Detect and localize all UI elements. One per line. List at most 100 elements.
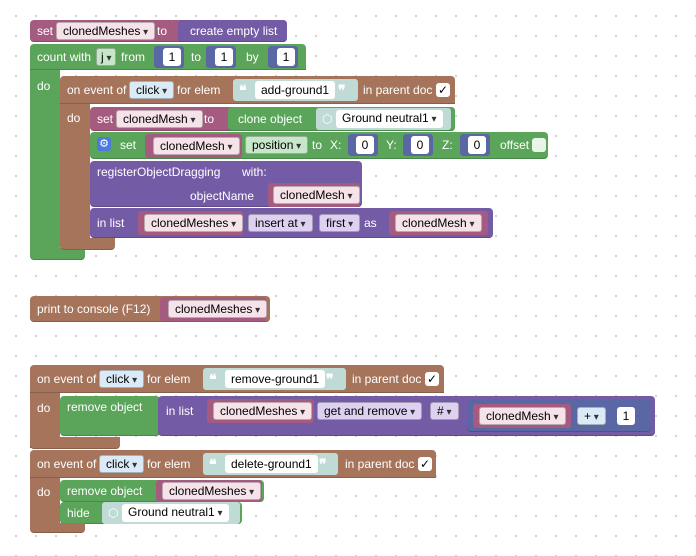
variable-dropdown[interactable]: clonedMesh [273, 186, 360, 204]
list-position-dropdown[interactable]: first [319, 214, 361, 232]
to-label: to [312, 138, 323, 152]
count-with-footer [30, 248, 85, 260]
do-label: do [37, 401, 51, 415]
set-variable-block[interactable]: set clonedMeshes to create empty list [30, 20, 287, 42]
list-mode-dropdown[interactable]: get and remove [317, 402, 423, 420]
clone-object-block[interactable]: clone object ⬡ Ground neutral1 [228, 107, 455, 131]
set-label: set [120, 138, 137, 152]
operand-value[interactable]: 1 [617, 407, 635, 425]
create-empty-list-block[interactable]: create empty list [178, 20, 287, 42]
variable-dropdown[interactable]: clonedMesh [153, 137, 240, 155]
math-arithmetic-block[interactable]: clonedMesh + 1 [467, 400, 651, 432]
from-value[interactable]: 1 [163, 48, 181, 66]
object-slot: ⬡ Ground neutral1 [316, 108, 451, 130]
operator-dropdown[interactable]: + [577, 407, 606, 425]
event-handler-footer [30, 437, 120, 449]
y-value[interactable]: 0 [411, 136, 429, 154]
set-variable-block[interactable]: set clonedMesh to clone object ⬡ Ground … [90, 107, 455, 131]
object-name-label: objectName [190, 189, 255, 203]
count-with-label: count with [37, 50, 92, 64]
offset-checkbox[interactable] [532, 138, 546, 152]
z-value[interactable]: 0 [468, 136, 486, 154]
gear-icon[interactable]: ⚙ [97, 137, 111, 151]
list-index-dropdown[interactable]: # [430, 402, 459, 420]
event-handler-block[interactable]: on event of click for elem ❝ add-ground1… [60, 76, 455, 104]
variable-dropdown[interactable]: clonedMesh [479, 407, 566, 425]
y-label: Y: [386, 138, 397, 152]
from-label: from [121, 50, 145, 64]
property-dropdown[interactable]: position [245, 136, 309, 154]
event-handler-arm: do [30, 478, 60, 528]
register-label: registerObjectDragging [97, 165, 221, 179]
event-handler-block[interactable]: on event of click for elem ❝ delete-grou… [30, 450, 436, 478]
hide-object-block[interactable]: hide ⬡ Ground neutral1 [60, 502, 242, 524]
open-quote-icon: ❝ [239, 82, 247, 98]
in-list-label: in list [97, 216, 125, 230]
count-with-arm: do [30, 70, 60, 250]
list-variable-dropdown[interactable]: clonedMeshes [213, 402, 313, 420]
remove-object-block[interactable]: remove object clonedMeshes [60, 480, 264, 502]
for-elem-label: for elem [177, 83, 221, 97]
x-value[interactable]: 0 [356, 136, 374, 154]
for-elem-label: for elem [147, 457, 191, 471]
event-type-dropdown[interactable]: click [99, 370, 145, 388]
offset-label: offset [500, 138, 530, 152]
cube-icon: ⬡ [322, 112, 333, 126]
list-get-remove-block[interactable]: in list clonedMeshes get and remove # cl… [158, 396, 655, 436]
with-label: with: [242, 165, 267, 179]
elem-string-slot: ❝ delete-ground1 ❞ [203, 453, 338, 475]
elem-id-value[interactable]: remove-ground1 [225, 370, 326, 388]
open-quote-icon: ❝ [209, 456, 217, 472]
on-event-label: on event of [67, 83, 127, 97]
loop-variable-dropdown[interactable]: j [96, 48, 117, 66]
on-event-label: on event of [37, 372, 97, 386]
in-list-label: in list [166, 404, 194, 418]
variable-dropdown[interactable]: clonedMeshes [56, 22, 156, 40]
variable-dropdown[interactable]: clonedMeshes [162, 482, 262, 500]
object-dropdown[interactable]: Ground neutral1 [122, 504, 229, 522]
elem-string-slot: ❝ add-ground1 ❞ [233, 79, 358, 101]
set-label: set [97, 112, 114, 126]
to-slot: 1 [206, 46, 236, 68]
do-label: do [37, 79, 51, 93]
by-slot: 1 [268, 46, 298, 68]
remove-object-block[interactable]: remove object [60, 396, 160, 436]
set-label: set [37, 24, 54, 38]
for-elem-label: for elem [147, 372, 191, 386]
by-value[interactable]: 1 [277, 48, 295, 66]
variable-dropdown[interactable]: clonedMesh [116, 110, 203, 128]
list-mode-dropdown[interactable]: insert at [248, 214, 313, 232]
print-console-block[interactable]: print to console (F12) clonedMeshes [30, 296, 270, 322]
set-property-block[interactable]: ⚙ set clonedMesh position to X: 0 Y: 0 Z… [90, 132, 548, 159]
close-quote-icon: ❞ [326, 371, 334, 387]
event-type-dropdown[interactable]: click [129, 81, 175, 99]
z-slot: 0 [460, 134, 490, 156]
on-event-label: on event of [37, 457, 97, 471]
in-parent-checkbox[interactable]: ✓ [436, 83, 450, 97]
by-label: by [246, 50, 259, 64]
event-type-dropdown[interactable]: click [99, 455, 145, 473]
list-variable-dropdown[interactable]: clonedMeshes [144, 214, 244, 232]
in-parent-checkbox[interactable]: ✓ [425, 372, 439, 386]
object-dropdown[interactable]: Ground neutral1 [336, 110, 443, 128]
item-variable-dropdown[interactable]: clonedMesh [395, 214, 482, 232]
to-value[interactable]: 1 [215, 48, 233, 66]
event-handler-block[interactable]: on event of click for elem ❝ remove-grou… [30, 365, 444, 393]
register-dragging-block[interactable]: registerObjectDragging with: objectName … [90, 161, 362, 207]
count-with-loop-block[interactable]: count with j from 1 to 1 by 1 [30, 44, 306, 70]
index-var-slot: clonedMesh [473, 404, 571, 428]
list-insert-block[interactable]: in list clonedMeshes insert at first as … [90, 208, 493, 238]
create-empty-list-label: create empty list [190, 24, 278, 38]
print-var-slot: clonedMeshes [160, 297, 268, 321]
object-name-slot: clonedMesh [268, 183, 360, 207]
elem-id-value[interactable]: delete-ground1 [225, 455, 318, 473]
list-var-slot: clonedMeshes [138, 211, 244, 235]
variable-dropdown[interactable]: clonedMeshes [168, 300, 268, 318]
to-label: to [191, 50, 202, 64]
remove-object-label: remove object [67, 484, 143, 498]
elem-id-value[interactable]: add-ground1 [255, 81, 336, 99]
in-parent-checkbox[interactable]: ✓ [418, 457, 432, 471]
open-quote-icon: ❝ [209, 371, 217, 387]
in-parent-doc-label: in parent doc [363, 83, 433, 97]
as-label: as [364, 216, 377, 230]
